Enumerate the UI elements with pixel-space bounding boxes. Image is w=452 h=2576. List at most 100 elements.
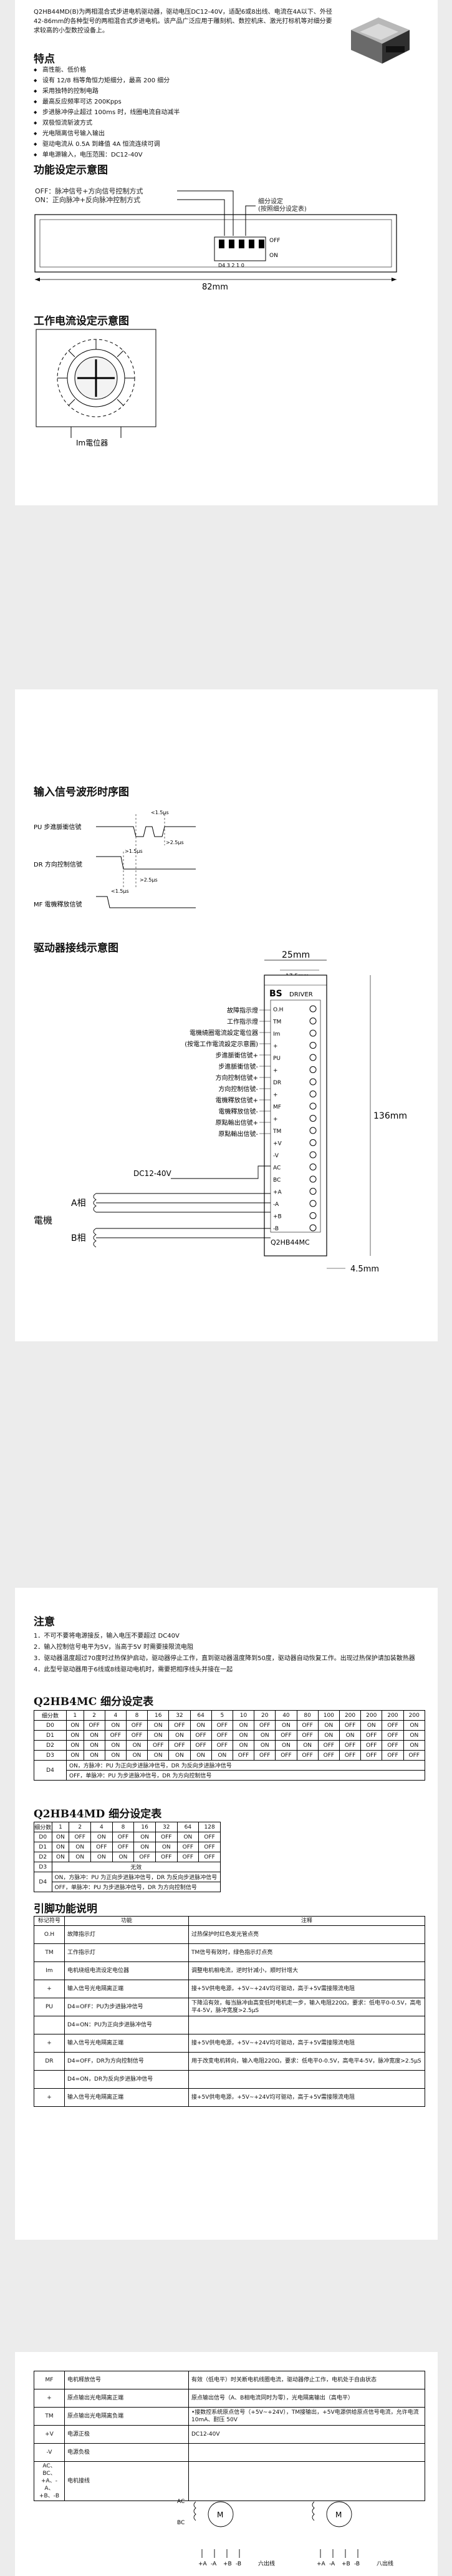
table-cell: OFF (382, 1740, 404, 1751)
table-cell: OFF (198, 1832, 221, 1842)
table-cell: 用于改变电机转向，输入电阻220Ω，要求：低电平0-0.5V，高电平4-5V，脉… (188, 2052, 425, 2071)
table-cell: MF (34, 2371, 65, 2389)
table-row: +原点输出光电隔离正端原点输出信号（A、B相电流同时为零），光电隔离输出（高电平… (34, 2389, 425, 2408)
brand: BS (269, 989, 282, 999)
feature-item: 采用独特的控制电路 (34, 86, 333, 97)
mc-title: Q2HB4MC 细分设定表 (34, 1696, 154, 1708)
a-plus-1: +A (198, 2561, 208, 2567)
pin-label: -B (273, 1226, 279, 1232)
timing-diagram: PU 步進脈衝信號 DR 方向控制信號 MF 電機釋放信號 <1.5μs >2.… (34, 802, 283, 920)
timing-t1: <1.5μs (151, 810, 169, 815)
table-cell: ON (254, 1740, 276, 1751)
table-cell: D0 (34, 1720, 67, 1731)
pin-terminal (309, 1139, 317, 1146)
table-cell: ON (147, 1750, 170, 1761)
table-cell: ON (296, 1740, 319, 1751)
wiring-diagram: 25mm 17.5mm BS DRIVER O.HTMIm+PU+DR+MF+T… (34, 950, 408, 1281)
pin-label: BC (273, 1177, 281, 1184)
table-cell: ON (90, 1852, 113, 1862)
current-diagram: Im電位器 (34, 327, 158, 452)
a-minus-2: -A (329, 2561, 335, 2567)
table-cell: + (34, 1980, 65, 1998)
table-cell: ON (125, 1740, 148, 1751)
table-cell: ON (360, 1720, 383, 1731)
motor-m-2: M (335, 2510, 342, 2519)
pin-terminal (309, 1091, 317, 1097)
table-cell: + (34, 2034, 65, 2053)
table-cell: ON (147, 1730, 170, 1741)
table-header-cell: 功能 (64, 1916, 189, 1926)
table-header-cell: 标记符号 (34, 1916, 65, 1926)
motor-m-1: M (217, 2510, 223, 2519)
feature-item: 单电源输入，电压范围：DC12-40V (34, 150, 333, 160)
table-cell: OFF (112, 1842, 135, 1852)
pin-label: DR (273, 1080, 281, 1086)
table-header-row: 标记符号功能注释 (34, 1916, 425, 1926)
table-cell: 过热保护时红色发光管点亮 (188, 1925, 425, 1944)
table-cell: D2 (34, 1852, 52, 1862)
table-header-cell: 200 (339, 1710, 362, 1721)
table-cell: OFF (317, 1740, 340, 1751)
pin-terminal (309, 1042, 317, 1049)
table-cell (188, 2016, 425, 2034)
table-cell: ON (317, 1730, 340, 1741)
dim-136: 136mm (373, 1111, 407, 1121)
table-cell: OFF (155, 1852, 178, 1862)
table-cell: ON，方脉冲：PU 为正向步进脉冲信号，DR 为反向步进脉冲信号 (51, 1872, 221, 1882)
table-cell: D4 (34, 1760, 67, 1781)
a-minus-1: -A (211, 2561, 217, 2567)
table-cell: ON (51, 1842, 70, 1852)
table-cell: ON (90, 1832, 113, 1842)
table-cell: OFF (190, 1730, 212, 1741)
pin-label: TM (272, 1019, 281, 1026)
ac-1: AC (177, 2499, 185, 2505)
fig1-callout-1: 细分设定 (258, 197, 283, 205)
table-cell: OFF (176, 1842, 200, 1852)
table-row: +输入信号光电隔离正端接+5V供电电源，+5V~+24V均可驱动，高于+5V需接… (34, 2034, 425, 2053)
table-cell: DC12-40V (188, 2425, 425, 2444)
table-cell: TM信号有效时，绿色指示灯点亮 (188, 1943, 425, 1962)
table-cell: OFF (155, 1832, 178, 1842)
table-cell: 输入信号光电隔离正端 (64, 2034, 189, 2053)
table-cell: OFF (112, 1832, 135, 1842)
md-title: Q2HB44MD 细分设定表 (34, 1808, 162, 1820)
table-cell: OFF (176, 1852, 200, 1862)
table-header-cell: 20 (254, 1710, 276, 1721)
table-cell: D3 (34, 1862, 52, 1872)
table-cell: 工作指示灯 (64, 1943, 189, 1962)
note-item: 4．此型号驱动器用于6线或8线驱动电机时，需要把相序线头并接在一起 (34, 1666, 233, 1673)
table-header-cell: 1 (65, 1710, 84, 1721)
pin-label: + (273, 1117, 278, 1123)
feature-item: 双极恒流斩波方式 (34, 118, 333, 129)
table-cell: 无效 (51, 1862, 221, 1872)
table-cell: ON (168, 1730, 191, 1741)
table-cell: OFF (83, 1720, 105, 1731)
driver: DRIVER (289, 991, 313, 998)
b-minus-2: -B (354, 2561, 360, 2567)
table-header-cell: 2 (83, 1710, 105, 1721)
pin-title: 引脚功能说明 (34, 1903, 97, 1915)
table-cell: OFF (360, 1750, 383, 1761)
table-cell: OFF (275, 1750, 297, 1761)
table-cell: 原点输出光电隔离负端 (64, 2407, 189, 2426)
table-cell (34, 2016, 65, 2034)
table-cell: D3 (34, 1750, 67, 1761)
table-cell: ON (339, 1730, 362, 1741)
wiring-left-label: 電機繞圈電流設定電位器 (190, 1029, 258, 1037)
table-row: OFF，单脉冲：PU 为步进脉冲信号，DR 为方向控制信号 (34, 1882, 221, 1892)
table-cell: ON (155, 1842, 178, 1852)
table-row: D4=ON：PU为正向步进脉冲信号 (34, 2016, 425, 2034)
b-minus-1: -B (236, 2561, 241, 2567)
table-header-cell: 32 (168, 1710, 191, 1721)
table-cell: ON (51, 1852, 70, 1862)
pin-label: + (273, 1044, 278, 1050)
table-cell: OFF (90, 1842, 113, 1852)
pin-terminal (309, 1200, 317, 1207)
